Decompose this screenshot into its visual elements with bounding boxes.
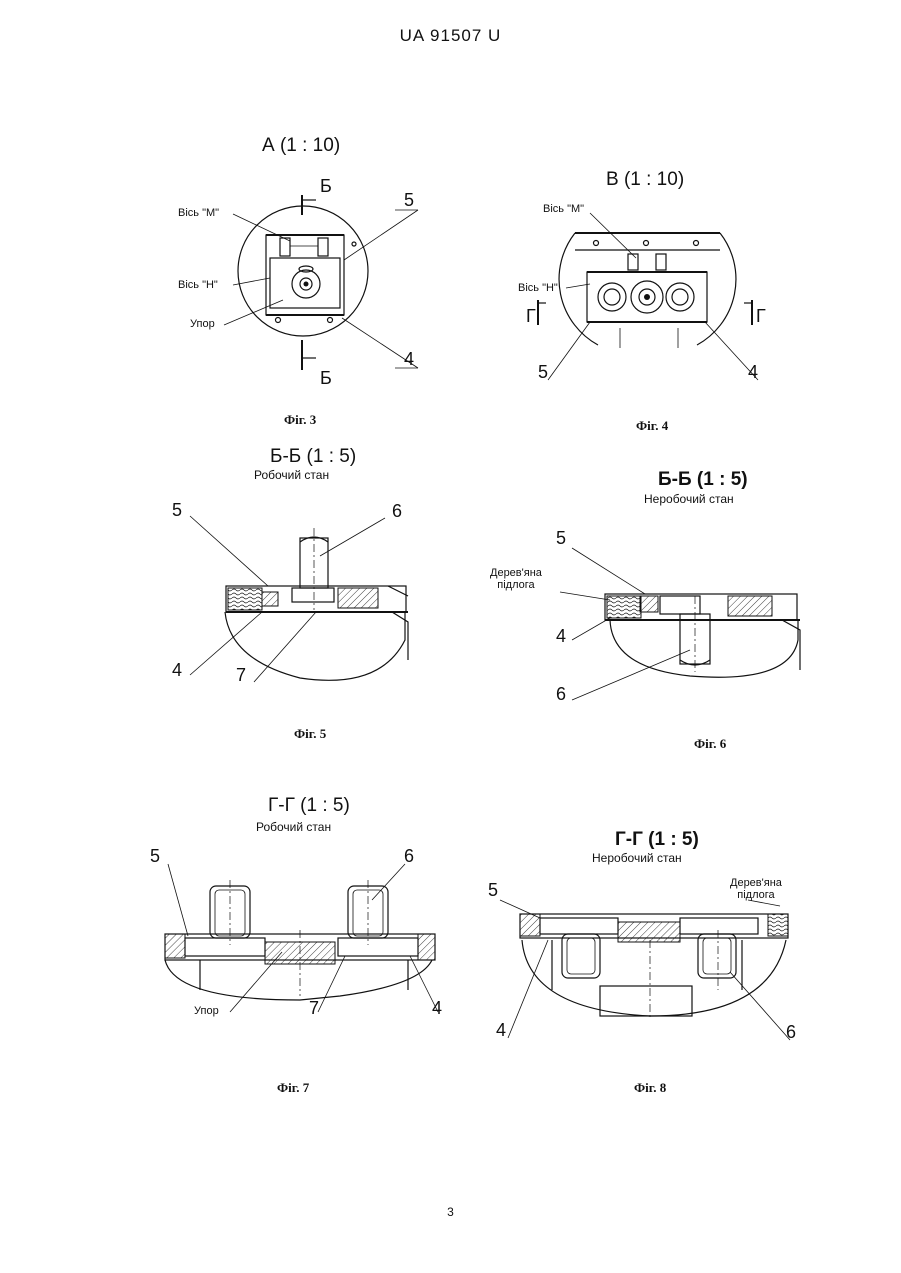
fig5-title: Б-Б (1 : 5) <box>270 446 356 468</box>
fig8-position-4: 4 <box>496 1020 506 1041</box>
fig8-title: Г-Г (1 : 5) <box>615 829 699 851</box>
fig3-axis-n-label: Вісь "Н" <box>178 279 218 291</box>
fig4-caption: Фіг. 4 <box>636 418 668 434</box>
fig3-stop-label: Упор <box>190 318 215 330</box>
fig5-drawing <box>190 516 408 682</box>
fig7-position-6: 6 <box>404 846 414 867</box>
fig7-title: Г-Г (1 : 5) <box>268 795 350 817</box>
fig4-section-mark-left: Г <box>526 306 536 327</box>
fig8-position-6: 6 <box>786 1022 796 1043</box>
fig3-caption: Фіг. 3 <box>284 412 316 428</box>
fig4-axis-n-label: Вісь "Н" <box>518 282 558 294</box>
fig7-stop-label: Упор <box>194 1005 219 1017</box>
fig6-position-5: 5 <box>556 528 566 549</box>
fig4-position-4: 4 <box>748 362 758 383</box>
fig8-drawing <box>500 900 790 1040</box>
fig8-wood-floor-label: Дерев'яна підлога <box>730 877 782 901</box>
fig4-axis-m-label: Вісь "М" <box>543 203 584 215</box>
fig3-drawing <box>224 195 418 370</box>
fig6-position-4: 4 <box>556 626 566 647</box>
fig3-section-mark-bottom: Б <box>320 368 332 389</box>
fig5-position-4: 4 <box>172 660 182 681</box>
fig5-position-7: 7 <box>236 665 246 686</box>
fig7-caption: Фіг. 7 <box>277 1080 309 1096</box>
fig6-subtitle: Неробочий стан <box>644 492 734 506</box>
fig3-title: А (1 : 10) <box>262 135 340 157</box>
fig5-position-5: 5 <box>172 500 182 521</box>
fig3-axis-m-label: Вісь "М" <box>178 207 219 219</box>
fig5-position-6: 6 <box>392 501 402 522</box>
fig5-subtitle: Робочий стан <box>254 468 329 482</box>
fig3-position-4: 4 <box>404 349 414 370</box>
fig4-drawing <box>538 213 758 380</box>
fig8-position-5: 5 <box>488 880 498 901</box>
fig6-drawing <box>560 548 800 700</box>
page-number: 3 <box>0 1205 901 1219</box>
fig7-position-7: 7 <box>309 998 319 1019</box>
fig7-position-5: 5 <box>150 846 160 867</box>
fig7-subtitle: Робочий стан <box>256 820 331 834</box>
fig3-section-mark-top: Б <box>320 176 332 197</box>
fig6-position-6: 6 <box>556 684 566 705</box>
fig7-drawing <box>165 864 438 1012</box>
fig8-caption: Фіг. 8 <box>634 1080 666 1096</box>
fig6-title: Б-Б (1 : 5) <box>658 469 748 491</box>
document-header: UA 91507 U <box>0 26 901 46</box>
fig4-section-mark-right: Г <box>756 306 766 327</box>
fig5-caption: Фіг. 5 <box>294 726 326 742</box>
fig8-subtitle: Неробочий стан <box>592 851 682 865</box>
fig6-caption: Фіг. 6 <box>694 736 726 752</box>
fig3-position-5: 5 <box>404 190 414 211</box>
fig4-title: В (1 : 10) <box>606 169 684 191</box>
fig4-position-5: 5 <box>538 362 548 383</box>
fig6-wood-floor-label: Дерев'яна підлога <box>490 567 542 591</box>
fig7-position-4: 4 <box>432 998 442 1019</box>
